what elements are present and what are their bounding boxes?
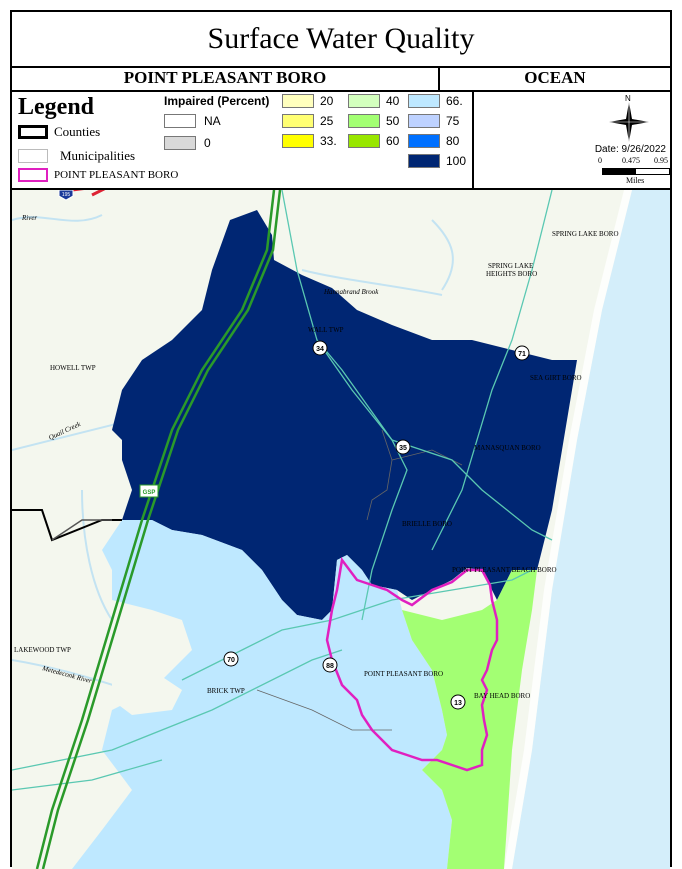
label-howell-twp: HOWELL TWP [50,364,96,372]
label-brick-twp: BRICK TWP [207,687,245,695]
map-svg: 34 71 35 70 88 13 GSP 195 SPRING LAKE BO… [12,190,670,869]
scale-bar [602,168,670,175]
swatch-33 [282,134,314,148]
route-35-label: 35 [399,445,407,452]
label-point-pleasant: POINT PLEASANT BORO [364,670,443,678]
swatch-50-label: 50 [386,114,400,128]
legend-heading: Legend [18,94,95,120]
route-34-shield [312,340,328,356]
gsp-label: GSP [143,490,156,496]
swatch-40-label: 40 [386,94,400,108]
map-layout-frame: Surface Water Quality POINT PLEASANT BOR… [10,10,672,869]
legend-panel: Legend Counties Municipalities POINT PLE… [12,92,474,190]
label-bay-head: BAY HEAD BORO [474,692,530,700]
route-13-shield [450,694,466,710]
scale-tick-1: 0.475 [622,156,640,165]
label-pp-beach: POINT PLEASANT BEACH BORO [452,566,557,574]
label-spring-lake-heights-1: SPRING LAKE [488,262,533,270]
route-71-shield [514,345,530,361]
swatch-20-label: 20 [320,94,334,108]
swatch-66-label: 66. [446,94,463,108]
swatch-0 [164,136,196,150]
swatch-60-label: 60 [386,134,400,148]
label-hannabrand-brook: Hannabrand Brook [323,288,379,296]
legend-municipalities-row: Municipalities [18,148,135,164]
swatch-75-label: 75 [446,114,460,128]
impaired-66-area [72,520,452,869]
route-13-label: 13 [454,700,462,707]
north-label: N [625,94,631,103]
label-manasquan: MANASQUAN BORO [474,444,541,452]
swatch-50 [348,114,380,128]
swatch-40 [348,94,380,108]
swatch-100-label: 100 [446,154,467,168]
label-brielle: BRIELLE BORO [402,520,452,528]
swatch-25-label: 25 [320,114,334,128]
swatch-na [164,114,196,128]
i195-shield [58,190,74,201]
north-arrow-icon [609,102,649,142]
map-date: Date: 9/26/2022 [594,144,666,155]
label-sea-girt: SEA GIRT BORO [530,374,582,382]
gsp-shield [139,484,159,498]
scale-tick-0: 0 [598,156,602,165]
scale-panel: N Date: 9/26/2022 0 0.475 0.95 Miles [474,92,670,190]
point-pleasant-boundary [325,556,499,772]
label-lakewood: LAKEWOOD TWP [14,646,71,654]
route-34-label: 34 [316,346,324,353]
swatch-66 [408,94,440,108]
scale-units: Miles [626,176,645,185]
route-35-shield [395,439,411,455]
selected-boundary-symbol [18,168,48,182]
swatch-0-label: 0 [204,136,211,150]
route-88-label: 88 [326,663,334,670]
garden-state-parkway [35,190,282,869]
selected-label: POINT PLEASANT BORO [54,169,179,181]
label-spring-lake-heights-2: HEIGHTS BORO [486,270,537,278]
ocean [512,190,670,869]
map-title: Surface Water Quality [12,12,670,68]
counties-symbol [18,125,48,139]
route-shields: 34 71 35 70 88 13 GSP 195 [58,190,530,710]
state-roads [12,190,553,791]
counties-label: Counties [54,124,101,139]
route-71-label: 71 [518,351,526,358]
route-88-shield [322,657,338,673]
swatch-33-label: 33. [320,134,337,148]
swatch-75 [408,114,440,128]
impaired-title: Impaired (Percent) [164,94,270,108]
legend-counties-row: Counties [18,124,100,140]
swatch-100 [408,154,440,168]
impaired-50-area [402,570,537,869]
label-river: River [21,214,37,222]
swatch-80-label: 80 [446,134,460,148]
legend-selected-row: POINT PLEASANT BORO [18,168,178,182]
swatch-80 [408,134,440,148]
i195-label: 195 [62,192,71,198]
municipalities-symbol [18,149,48,163]
municipalities-label: Municipalities [60,148,136,163]
municipality-name: POINT PLEASANT BORO [12,66,440,92]
swatch-20 [282,94,314,108]
interstate-195 [72,190,106,197]
label-spring-lake: SPRING LAKE BORO [552,230,619,238]
beach-strip [504,190,632,869]
route-70-shield [223,651,239,667]
swatch-60 [348,134,380,148]
label-wall-twp: WALL TWP [308,326,344,334]
river-inlet [112,670,182,715]
route-70-label: 70 [227,657,235,664]
swatch-25 [282,114,314,128]
county-name: OCEAN [440,66,670,92]
swatch-na-label: NA [204,114,221,128]
impaired-100-area [112,210,577,620]
map-canvas: 34 71 35 70 88 13 GSP 195 SPRING LAKE BO… [12,190,670,869]
scale-tick-2: 0.95 [654,156,668,165]
